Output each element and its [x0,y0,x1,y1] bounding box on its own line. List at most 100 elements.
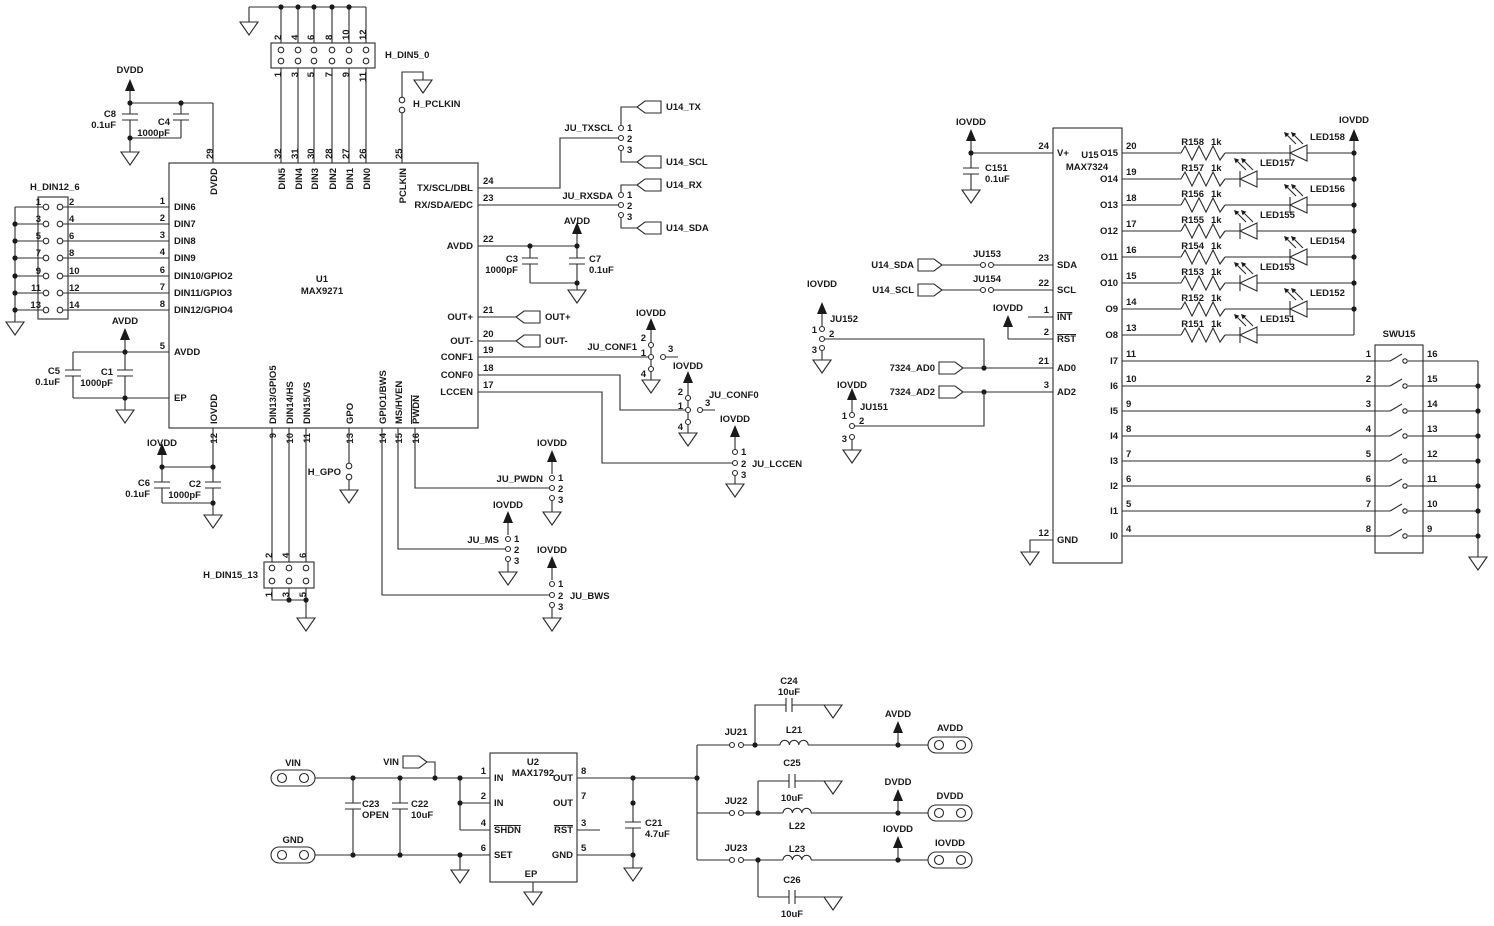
jumper-pin [684,418,692,426]
jumper-ju23: JU23 C26 10uF L23 IOVDD IOVDD [697,824,973,920]
capacitor-c26: C26 10uF [781,875,803,920]
power-arrow-iovdd [645,317,657,343]
jumper-pin [728,856,736,864]
tag-u14-rx [636,178,662,192]
jumper-pin [848,411,856,419]
cap-plates [785,698,793,712]
jumper-ju154: U14_SCL JU154 [872,274,1053,297]
led-led157 [1233,157,1258,188]
pin-number: 23 [1038,253,1049,264]
cap-ref: C25 [783,758,801,769]
terminal-label: GND [282,835,303,846]
jumper-pin [848,422,856,430]
pin-name: DIN4 [294,167,305,189]
jumper-pin [504,555,512,563]
out-tags: OUT+ OUT- [478,310,571,348]
wire [478,184,637,229]
pin-name: DIN6 [174,202,196,213]
wire [1029,539,1053,552]
cap-plates [205,481,221,489]
led-led158 [1283,131,1308,162]
pin-number: 16 [1126,245,1137,256]
tag-label: U14_TX [666,102,702,113]
power-arrow-iovdd [546,449,558,475]
header-box [270,42,376,69]
cap-val: 0.1uF [589,265,614,276]
pin-number: 11 [302,432,313,443]
cap-ref: C151 [985,163,1008,174]
cap-val: 0.1uF [91,120,116,131]
jumper-ju-bws: IOVDD 1 2 3 JU_BWS [381,428,610,632]
pin-name: O9 [1105,304,1118,315]
power-arrow-iovdd [816,301,828,327]
pin-name: V+ [1057,148,1069,159]
tag-label: 7324_AD2 [890,387,935,398]
jumper-pin-number: 1 [842,411,848,422]
pin-number: 21 [483,305,494,316]
resistor-r157 [1180,171,1226,187]
cap-plates [345,802,361,810]
jumper-pin-number: 2 [829,329,834,340]
resistor-ref: R157 [1181,163,1204,174]
header-pin-number: 4 [69,214,75,225]
ground-symbol [339,489,359,504]
jumper-pin-number: 3 [668,344,673,355]
junction-dot [295,4,301,10]
jumper-pin [731,448,739,456]
cap-ref: C6 [138,478,150,489]
jumper-pin-number: 3 [558,602,563,613]
cap-val: 1000pF [485,265,518,276]
power-arrow-avdd [119,327,131,353]
chip-ref: U1 [316,274,329,285]
inductor-label: L21 [786,725,803,736]
pin-number: 4 [1126,524,1132,535]
pin-name: CONF0 [441,370,473,381]
wire [248,6,367,163]
pin-name: O8 [1105,330,1118,341]
header-pin [345,462,353,470]
header-pin-number: 9 [341,72,352,77]
resistor-ref: R154 [1181,241,1204,252]
jumper-pin-number: 3 [812,345,817,356]
jumper-pin [548,601,556,609]
jumper-ju-ms: IOVDD 1 2 3 JU_MS [397,428,523,586]
junction-dot [311,4,317,10]
pin-name: DIN2 [328,168,339,190]
header-pin [345,46,353,54]
jumper-pin [737,809,745,817]
pin-number: 18 [1126,193,1137,204]
net-label-avdd: AVDD [112,316,138,327]
header-pin-number: 4 [290,34,301,40]
header-pin-number: 5 [36,231,42,242]
resistor-value: 1k [1211,189,1222,200]
header-pin-number: 2 [273,35,284,40]
jumper-pin-number: 4 [678,422,684,433]
pin-name: DIN15/VS [302,382,313,424]
wire [963,367,1053,393]
capacitor-c151: C151 0.1uF [963,163,1010,185]
header-pin-number: 6 [306,35,317,40]
ground-symbol [961,189,981,204]
cap-ref: C2 [189,479,201,490]
wire [697,859,928,898]
pin-number: 5 [581,843,587,854]
pin-name: O14 [1100,174,1119,185]
header-pin [294,46,302,54]
header-pin [56,306,64,314]
junction-dot [122,395,128,401]
header-pin-number: 5 [298,591,309,597]
junction-dot [1475,458,1481,464]
terminal-avdd [927,736,973,754]
header-pin-number: 10 [69,266,80,277]
pin-number: 7 [160,282,165,293]
pin-number: 12 [1038,528,1049,539]
jumper-pin [647,353,655,361]
pin-number: 9 [1126,399,1131,410]
jumper-pin-number: 3 [627,145,632,156]
jumper-pin [987,261,995,269]
pin-name: MS/HVEN [394,381,405,424]
pin-number: 2 [160,213,165,224]
ground-symbol [1020,551,1040,566]
